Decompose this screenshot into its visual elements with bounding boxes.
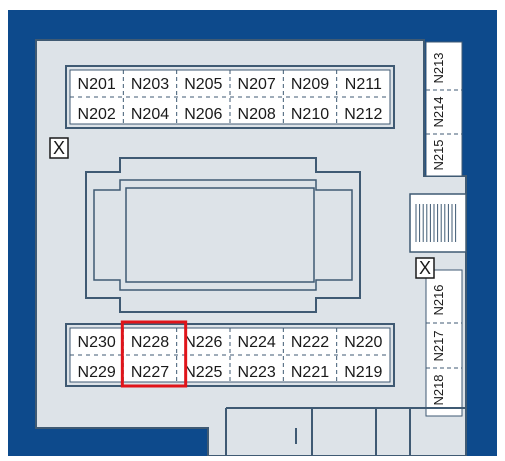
room-label-n215: N215 (431, 139, 446, 170)
room-label-n218: N218 (431, 374, 446, 405)
staircase (409, 193, 467, 253)
room-label-n201: N201 (78, 76, 116, 93)
room-label-n228: N228 (131, 334, 169, 351)
atrium-core (125, 187, 315, 283)
exit-marker-right: X (415, 257, 435, 279)
room-label-n222: N222 (291, 334, 329, 351)
atrium-outer-outline (85, 157, 361, 313)
room-label-n221: N221 (291, 364, 329, 381)
room-label-n216: N216 (431, 284, 446, 315)
right-room-column (425, 41, 463, 417)
room-label-n217: N217 (431, 330, 446, 361)
exit-marker-left-box (49, 137, 69, 159)
exit-marker-right-label: X (419, 258, 431, 278)
room-label-n209: N209 (291, 76, 329, 93)
room-label-n214: N214 (431, 96, 446, 127)
room-label-n212: N212 (344, 106, 382, 123)
room-label-n207: N207 (238, 76, 276, 93)
room-label-n211: N211 (345, 76, 382, 93)
room-label-n204: N204 (131, 106, 169, 123)
room-label-n226: N226 (184, 334, 222, 351)
room-label-n227: N227 (131, 364, 169, 381)
exit-marker-left: X (49, 137, 69, 159)
room-label-n210: N210 (291, 106, 329, 123)
right-room-column-lower-frame (425, 269, 463, 417)
exit-marker-right-box (415, 257, 435, 279)
room-label-n223: N223 (238, 364, 276, 381)
right-room-column-upper-frame (425, 41, 463, 177)
atrium-inner-outline (93, 179, 353, 291)
room-label-n220: N220 (344, 334, 382, 351)
room-label-n213: N213 (431, 52, 446, 83)
highlight-layer (120, 320, 188, 388)
room-label-n202: N202 (78, 106, 116, 123)
room-label-n219: N219 (344, 364, 382, 381)
room-label-n224: N224 (238, 334, 276, 351)
room-label-n230: N230 (78, 334, 116, 351)
highlighted-room-outline (120, 320, 188, 388)
room-label-n203: N203 (131, 76, 169, 93)
exit-marker-left-label: X (53, 138, 65, 158)
room-label-n206: N206 (184, 106, 222, 123)
room-label-n229: N229 (78, 364, 116, 381)
room-label-n208: N208 (238, 106, 276, 123)
room-label-n225: N225 (184, 364, 222, 381)
room-label-n205: N205 (184, 76, 222, 93)
